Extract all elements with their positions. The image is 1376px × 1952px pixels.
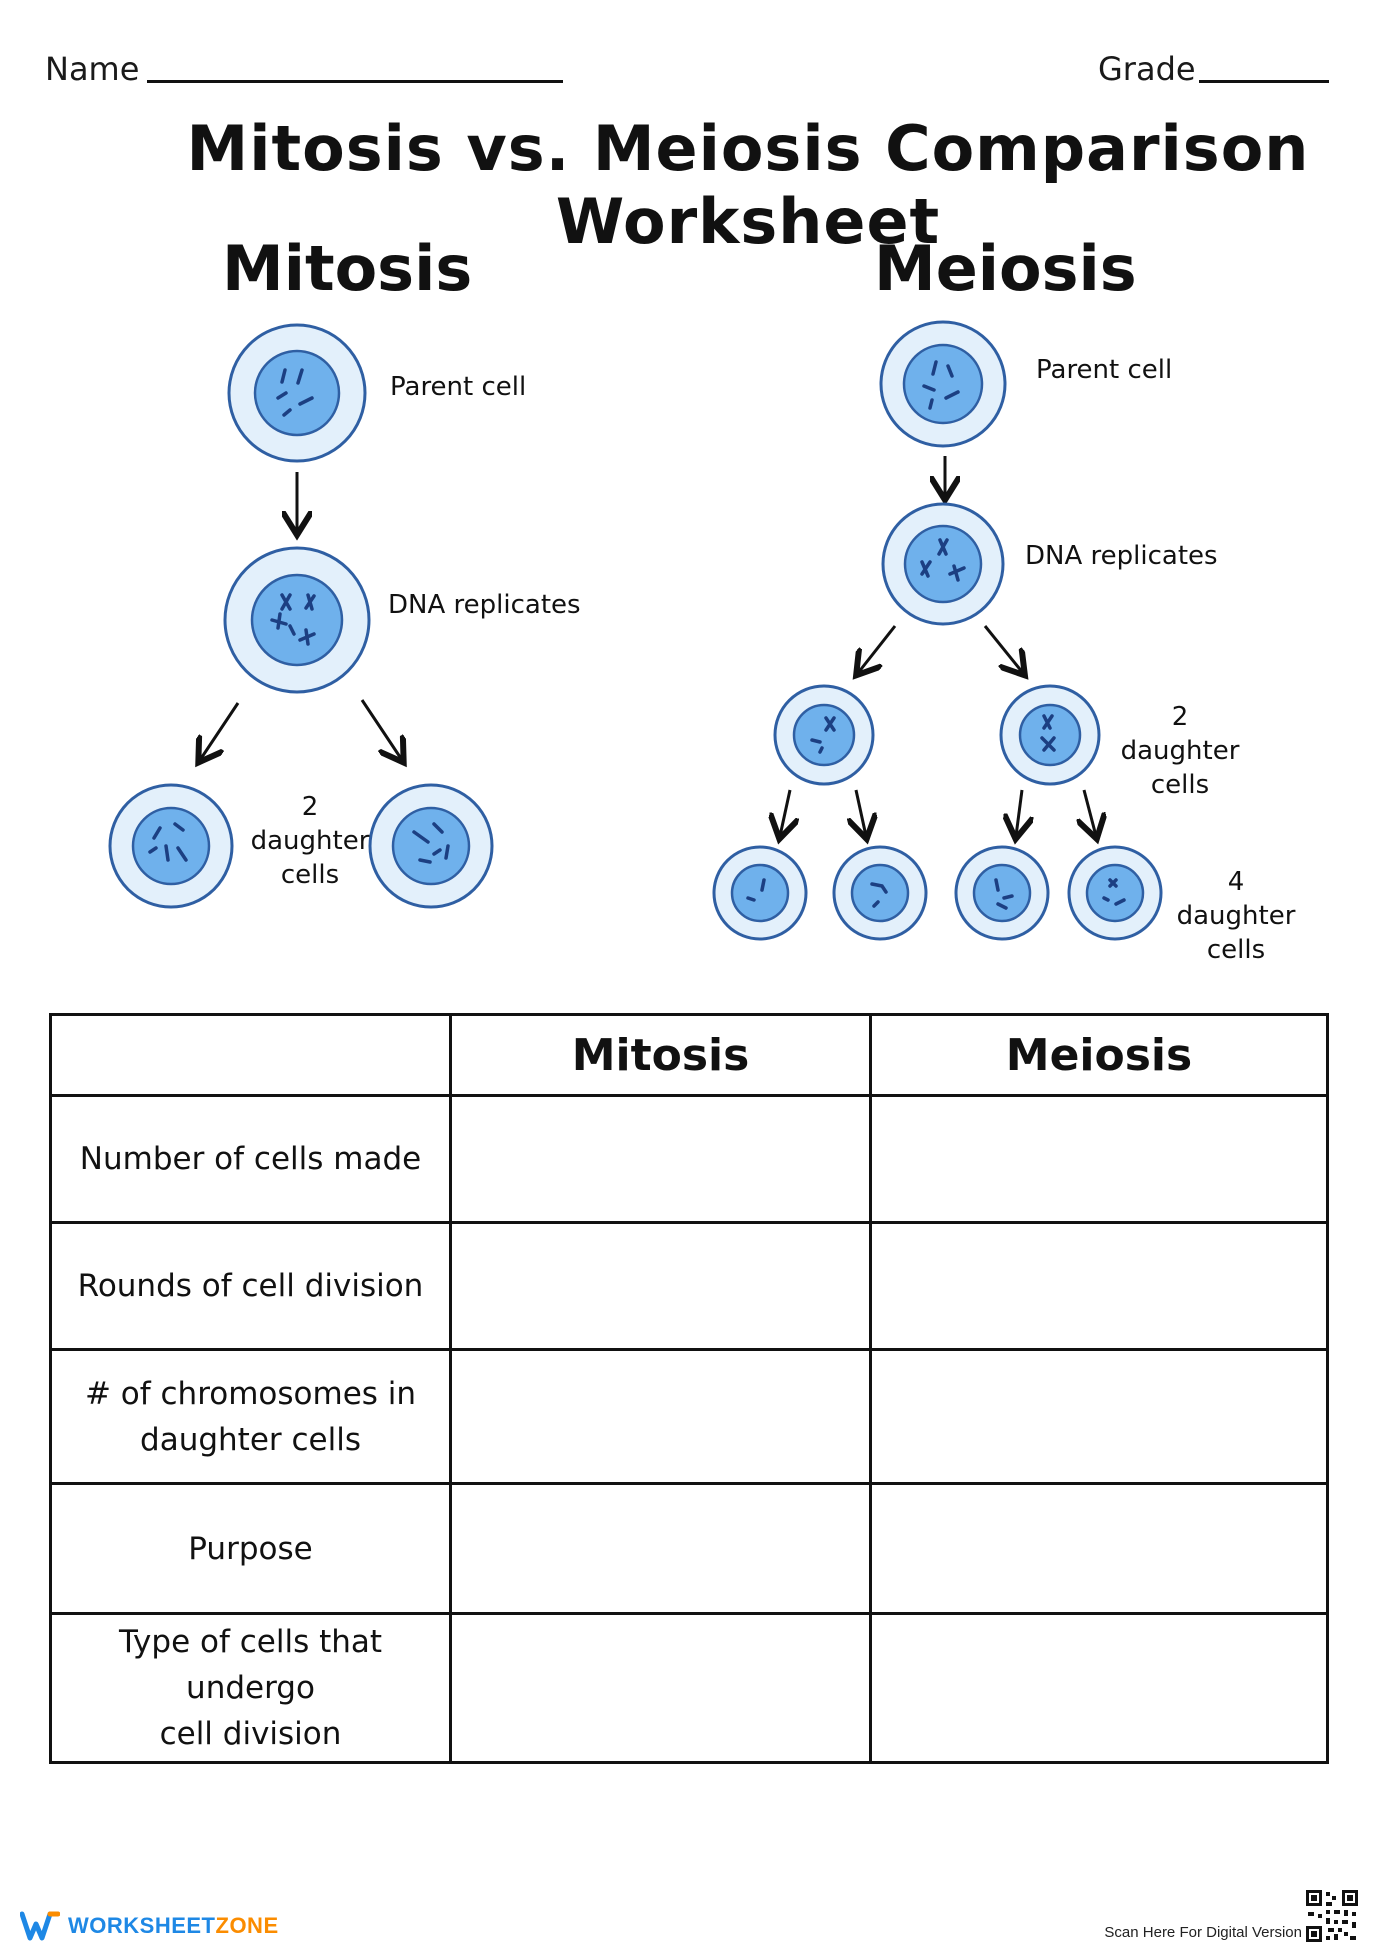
mitosis-daughter-cell-2 bbox=[368, 783, 494, 909]
brand-name: WORKSHEETZONE bbox=[68, 1913, 279, 1939]
meiosis-final-cell-3 bbox=[954, 845, 1050, 941]
meiosis-daughter-cell-right bbox=[999, 684, 1101, 786]
table-header-row: Mitosis Meiosis bbox=[49, 1013, 1329, 1097]
meiosis-parent-label: Parent cell bbox=[1036, 355, 1173, 385]
mitosis-daughter-label-line1: 2 daughter bbox=[250, 792, 370, 856]
table-row: # of chromosomes in daughter cells bbox=[49, 1348, 1329, 1485]
row-label: Rounds of cell division bbox=[49, 1221, 452, 1351]
mitosis-heading: Mitosis bbox=[222, 232, 473, 305]
table-header-meiosis: Meiosis bbox=[869, 1013, 1329, 1097]
name-line[interactable] bbox=[147, 80, 563, 83]
name-label: Name bbox=[45, 50, 140, 88]
meiosis-answer-cell[interactable] bbox=[869, 1348, 1329, 1485]
mitosis-answer-cell[interactable] bbox=[449, 1482, 872, 1615]
mitosis-parent-cell bbox=[227, 323, 367, 463]
comparison-table: Mitosis Meiosis Number of cells made Rou… bbox=[49, 1013, 1329, 1764]
scan-text: Scan Here For Digital Version bbox=[1104, 1924, 1302, 1941]
meiosis-arrow-lr bbox=[856, 789, 866, 836]
brand-part1: WORKSHEET bbox=[68, 1913, 216, 1938]
mitosis-replicate-label: DNA replicates bbox=[388, 590, 581, 620]
mitosis-daughter-cell-1 bbox=[108, 783, 234, 909]
mitosis-arrow-left bbox=[200, 702, 240, 760]
mitosis-answer-cell[interactable] bbox=[449, 1612, 872, 1764]
table-row: Rounds of cell division bbox=[49, 1221, 1329, 1351]
row-label-line2: cell division bbox=[159, 1716, 342, 1752]
row-label-line1: Type of cells that undergo bbox=[118, 1624, 383, 1706]
worksheetzone-logo[interactable]: WORKSHEETZONE bbox=[20, 1910, 279, 1942]
row-label: Type of cells that undergo cell division bbox=[49, 1612, 452, 1764]
table-row: Purpose bbox=[49, 1482, 1329, 1615]
page-title: Mitosis vs. Meiosis Comparison Worksheet bbox=[186, 112, 1310, 258]
mitosis-replicated-cell bbox=[223, 546, 371, 694]
meiosis-daughter2-label-line2: cells bbox=[1150, 770, 1210, 800]
meiosis-final-cell-1 bbox=[712, 845, 808, 941]
mitosis-daughter-label-line2: cells bbox=[280, 860, 340, 890]
table-row: Type of cells that undergo cell division bbox=[49, 1612, 1329, 1764]
table-header-mitosis: Mitosis bbox=[449, 1013, 872, 1097]
row-label: # of chromosomes in daughter cells bbox=[49, 1348, 452, 1485]
mitosis-answer-cell[interactable] bbox=[449, 1348, 872, 1485]
table-header-blank bbox=[49, 1013, 452, 1097]
meiosis-replicated-cell bbox=[881, 502, 1005, 626]
mitosis-parent-label: Parent cell bbox=[390, 372, 527, 402]
cell-division-diagram bbox=[108, 320, 1163, 941]
mitosis-daughter-label: 2 daughter cells bbox=[240, 790, 380, 892]
meiosis-arrow-left bbox=[858, 625, 897, 673]
mitosis-answer-cell[interactable] bbox=[449, 1094, 872, 1224]
row-label-line2: daughter cells bbox=[140, 1421, 361, 1458]
row-label: Purpose bbox=[49, 1482, 452, 1615]
meiosis-daughter-cell-left bbox=[773, 684, 875, 786]
meiosis-final-cell-4 bbox=[1067, 845, 1163, 941]
table-row: Number of cells made bbox=[49, 1094, 1329, 1224]
meiosis-arrow-rl bbox=[1016, 789, 1022, 836]
meiosis-final-cell-2 bbox=[832, 845, 928, 941]
row-label-line1: Purpose bbox=[188, 1530, 313, 1567]
qr-code-icon[interactable] bbox=[1304, 1888, 1360, 1944]
worksheetzone-logo-icon bbox=[20, 1911, 60, 1941]
meiosis-answer-cell[interactable] bbox=[869, 1094, 1329, 1224]
meiosis-answer-cell[interactable] bbox=[869, 1612, 1329, 1764]
meiosis-daughter4-label-line1: 4 daughter bbox=[1176, 867, 1296, 931]
meiosis-arrow-ll bbox=[780, 789, 790, 836]
mitosis-arrow-right bbox=[360, 699, 402, 760]
row-label-line1: Number of cells made bbox=[79, 1141, 422, 1177]
meiosis-daughter2-label-line1: 2 daughter bbox=[1120, 702, 1240, 766]
meiosis-parent-cell bbox=[879, 320, 1007, 448]
meiosis-answer-cell[interactable] bbox=[869, 1482, 1329, 1615]
meiosis-replicate-label: DNA replicates bbox=[1025, 541, 1218, 571]
meiosis-daughter4-label-line2: cells bbox=[1206, 935, 1266, 965]
meiosis-daughter2-label: 2 daughter cells bbox=[1110, 700, 1250, 802]
row-label-line1: Rounds of cell division bbox=[77, 1268, 424, 1304]
row-label: Number of cells made bbox=[49, 1094, 452, 1224]
meiosis-heading: Meiosis bbox=[874, 232, 1137, 305]
grade-label: Grade bbox=[1098, 50, 1196, 88]
grade-line[interactable] bbox=[1199, 80, 1329, 83]
brand-part2: ZONE bbox=[215, 1913, 279, 1938]
meiosis-daughter4-label: 4 daughter cells bbox=[1166, 865, 1306, 967]
row-label-line1: # of chromosomes in bbox=[84, 1375, 417, 1412]
meiosis-arrow-rr bbox=[1084, 789, 1096, 836]
meiosis-answer-cell[interactable] bbox=[869, 1221, 1329, 1351]
mitosis-answer-cell[interactable] bbox=[449, 1221, 872, 1351]
meiosis-arrow-right bbox=[983, 625, 1023, 673]
